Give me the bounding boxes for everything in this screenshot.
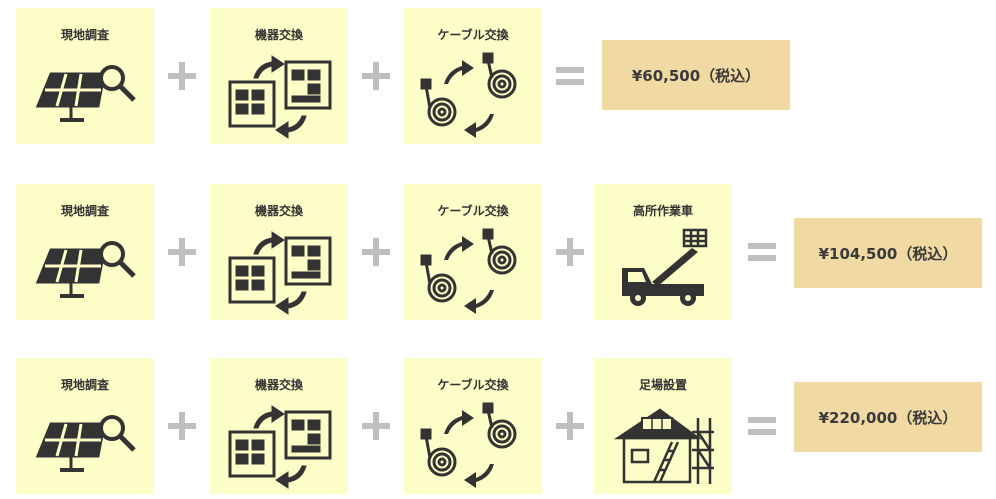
row3-item-cable-swap: ケーブル交換	[404, 358, 542, 494]
plus-operator	[362, 238, 390, 266]
device-swap-icon	[228, 231, 332, 315]
row3-item-device-swap: 機器交換	[210, 358, 348, 494]
equals-operator	[556, 67, 584, 85]
row3-item-scaffold: 足場設置	[594, 358, 732, 494]
item-label: ケーブル交換	[437, 28, 509, 42]
row1-item-device-swap: 機器交換	[210, 8, 348, 144]
row2-item-aerial-truck: 高所作業車	[594, 184, 732, 320]
cable-swap-icon	[420, 228, 517, 314]
device-swap-icon	[228, 55, 332, 139]
row1-item-survey: 現地調査	[16, 8, 154, 144]
row2-item-cable-swap: ケーブル交換	[404, 184, 542, 320]
equals-operator	[748, 417, 776, 435]
row2-price: ¥104,500（税込）	[794, 218, 982, 288]
cable-swap-icon	[420, 402, 517, 488]
item-label: 機器交換	[254, 28, 303, 42]
row1-item-cable-swap: ケーブル交換	[404, 8, 542, 144]
item-label: 機器交換	[254, 204, 303, 218]
solar-panel-magnifier-icon	[35, 415, 136, 472]
house-scaffold-icon	[613, 408, 714, 484]
cable-swap-icon	[420, 52, 517, 138]
plus-operator	[168, 62, 196, 90]
plus-operator	[168, 238, 196, 266]
equals-operator	[748, 243, 776, 261]
item-label: ケーブル交換	[437, 378, 509, 392]
item-label: 現地調査	[60, 378, 109, 392]
item-label: 現地調査	[60, 28, 109, 42]
item-label: 現地調査	[60, 204, 109, 218]
plus-operator	[556, 238, 584, 266]
row3-item-survey: 現地調査	[16, 358, 154, 494]
item-label: ケーブル交換	[437, 204, 509, 218]
plus-operator	[362, 62, 390, 90]
plus-operator	[556, 412, 584, 440]
item-label: 高所作業車	[632, 204, 693, 218]
item-label: 足場設置	[638, 378, 687, 392]
item-label: 機器交換	[254, 378, 303, 392]
solar-panel-magnifier-icon	[35, 65, 136, 122]
plus-operator	[168, 412, 196, 440]
row3-price: ¥220,000（税込）	[794, 382, 982, 452]
row1-price: ¥60,500（税込）	[602, 40, 790, 110]
row2-item-survey: 現地調査	[16, 184, 154, 320]
aerial-work-truck-icon	[622, 228, 708, 306]
plus-operator	[362, 412, 390, 440]
device-swap-icon	[228, 405, 332, 489]
row2-item-device-swap: 機器交換	[210, 184, 348, 320]
solar-panel-magnifier-icon	[35, 241, 136, 298]
